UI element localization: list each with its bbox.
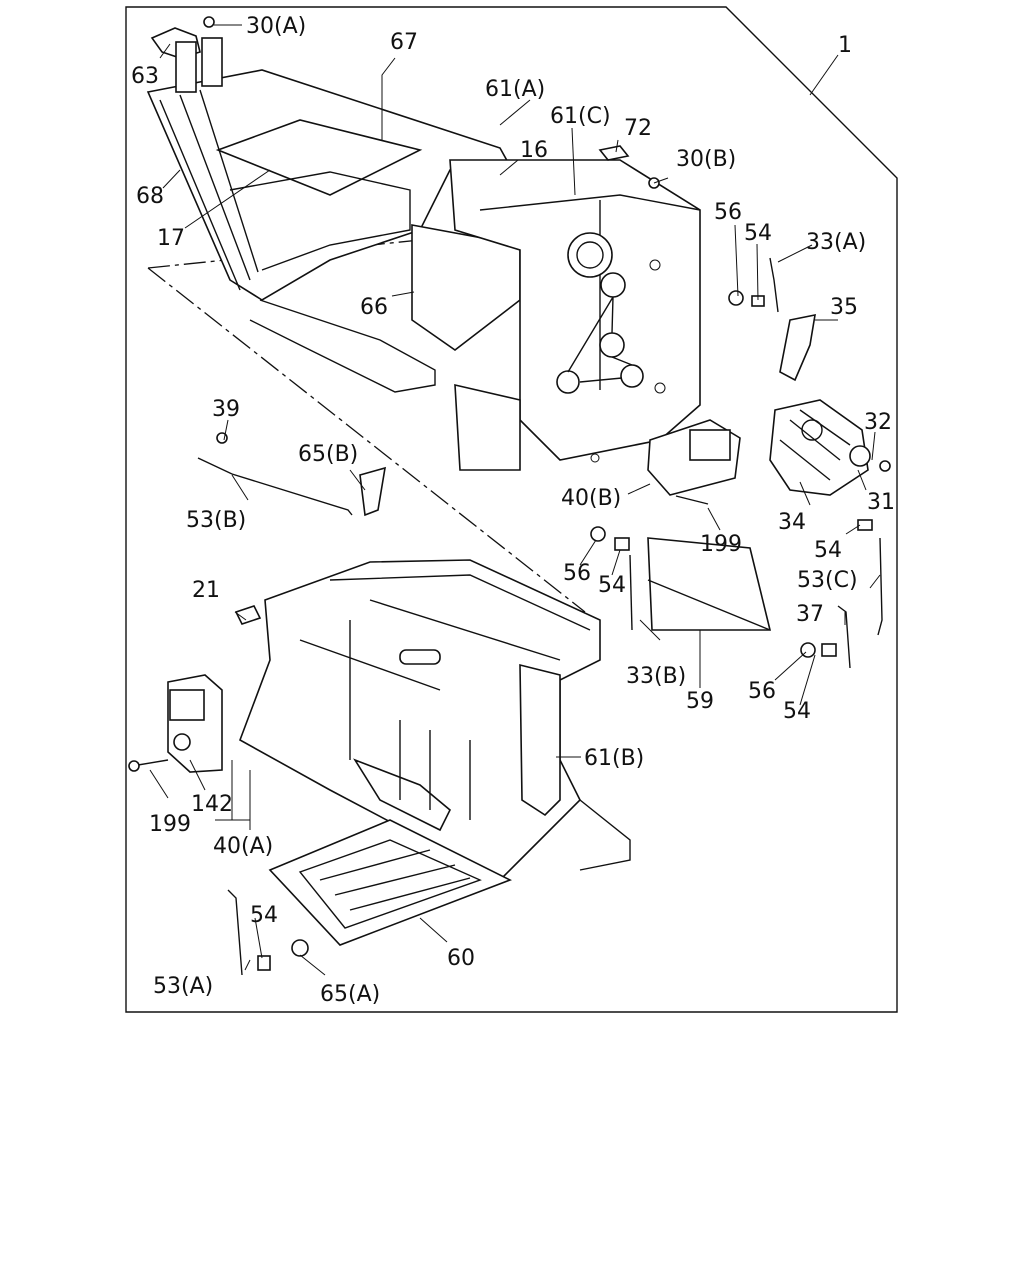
label-16: 16 <box>520 138 548 163</box>
diagram-frame <box>125 6 898 1013</box>
upper-housing <box>146 69 701 471</box>
lever-35 <box>779 313 816 382</box>
bottom-tray-60 <box>268 819 512 946</box>
filter-59 <box>647 537 772 631</box>
label-1: 1 <box>838 33 852 58</box>
label-61b: 61(B) <box>584 746 644 771</box>
label-53b: 53(B) <box>186 508 246 533</box>
label-66: 66 <box>360 295 388 320</box>
label-61a: 61(A) <box>485 77 545 102</box>
label-56-c: 56 <box>748 679 776 704</box>
callout-labels: 1 16 17 21 30(A) 30(B) 31 32 33(A) 33(B)… <box>131 14 895 1007</box>
rod-53c <box>877 537 883 636</box>
label-21: 21 <box>192 578 220 603</box>
rod-33b <box>629 554 633 631</box>
screw-199-a-head <box>128 760 140 772</box>
label-39: 39 <box>212 397 240 422</box>
label-68: 68 <box>136 184 164 209</box>
label-54-a: 54 <box>744 221 772 246</box>
label-35: 35 <box>830 295 858 320</box>
label-54-d: 54 <box>783 699 811 724</box>
fan-door-34 <box>769 399 871 496</box>
rod-33a <box>769 257 779 313</box>
lower-housing <box>239 559 631 881</box>
actuator-40b <box>647 419 741 496</box>
label-59: 59 <box>686 689 714 714</box>
actuator-40a <box>167 674 223 773</box>
label-37: 37 <box>796 602 824 627</box>
label-32: 32 <box>864 410 892 435</box>
label-33a: 33(A) <box>806 230 866 255</box>
label-61c: 61(C) <box>550 104 611 129</box>
label-65b: 65(B) <box>298 442 358 467</box>
label-56-b: 56 <box>563 561 591 586</box>
label-40b: 40(B) <box>561 486 621 511</box>
label-60: 60 <box>447 946 475 971</box>
rod-53a <box>227 889 243 976</box>
label-17: 17 <box>157 226 185 251</box>
rod-53b <box>197 457 353 516</box>
label-72: 72 <box>624 116 652 141</box>
label-53c: 53(C) <box>797 568 858 593</box>
label-199-a: 199 <box>149 812 191 837</box>
label-67: 67 <box>390 30 418 55</box>
rod-37 <box>837 605 851 669</box>
label-54-e: 54 <box>250 903 278 928</box>
label-30b: 30(B) <box>676 147 736 172</box>
label-34: 34 <box>778 510 806 535</box>
label-53a: 53(A) <box>153 974 213 999</box>
label-33b: 33(B) <box>626 664 686 689</box>
screw-199-b <box>675 495 709 505</box>
label-54-b: 54 <box>814 538 842 563</box>
label-65a: 65(A) <box>320 982 380 1007</box>
label-40a: 40(A) <box>213 834 273 859</box>
label-199-b: 199 <box>700 532 742 557</box>
leader-lines <box>149 24 881 976</box>
pipe-63 <box>150 27 223 93</box>
label-142: 142 <box>191 792 233 817</box>
label-30a: 30(A) <box>246 14 306 39</box>
label-63: 63 <box>131 64 159 89</box>
label-54-c: 54 <box>598 573 626 598</box>
label-56-a: 56 <box>714 200 742 225</box>
label-31: 31 <box>867 490 895 515</box>
